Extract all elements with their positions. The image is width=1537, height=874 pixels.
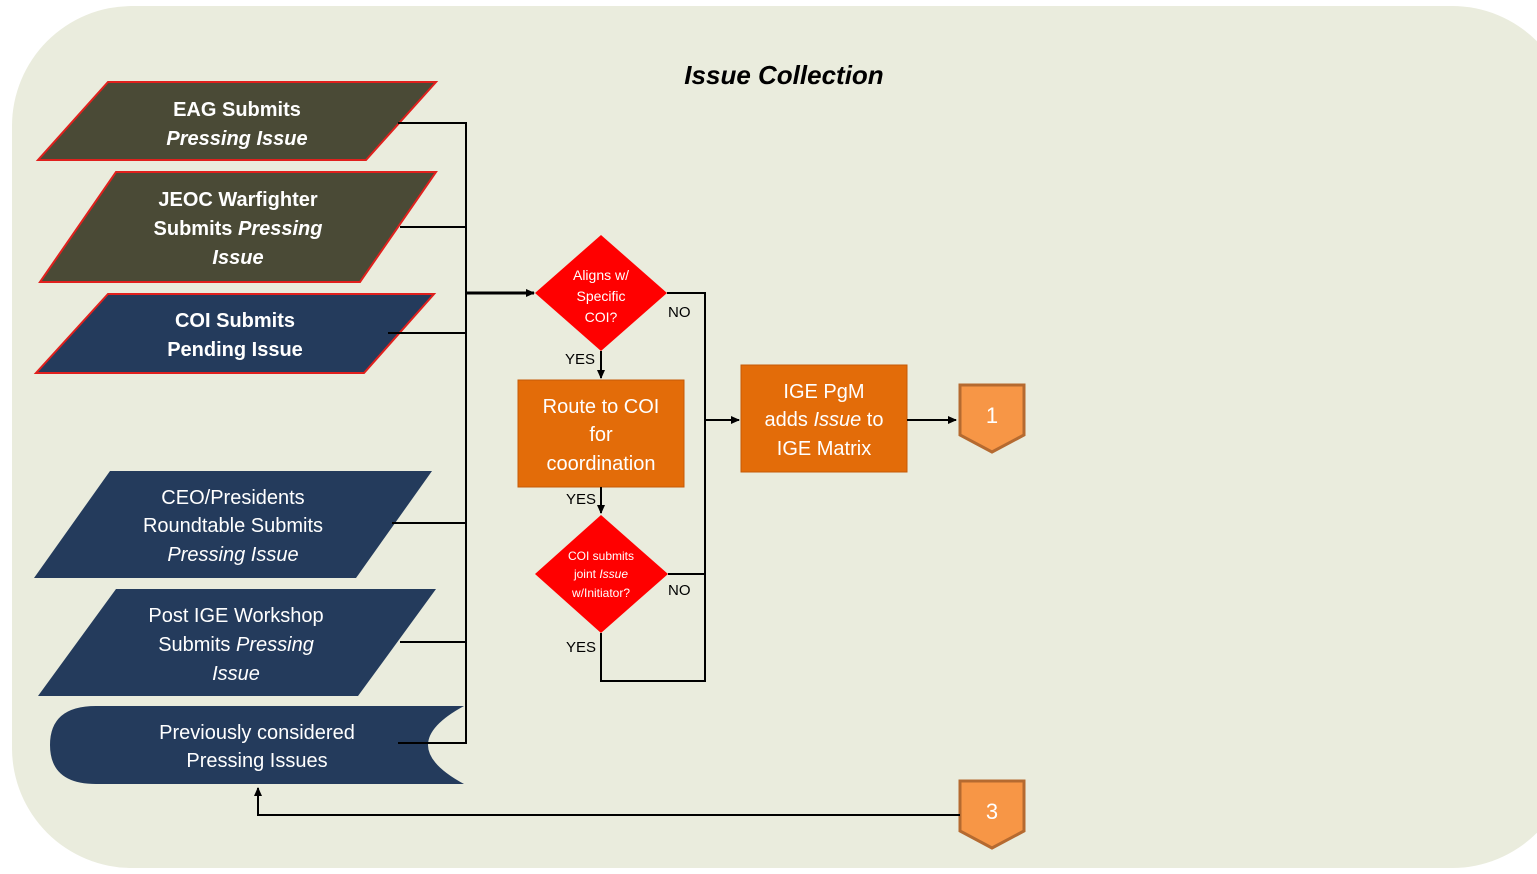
input-connector-lines: [388, 122, 467, 744]
jeoc-line1: JEOC Warfighter: [158, 189, 317, 211]
process-route-to-coi: Route to COI for coordination: [517, 379, 685, 488]
route-line3: coordination: [547, 453, 656, 475]
previous-issues-line2: Pressing Issues: [186, 750, 327, 772]
post-ige-line3: Issue: [212, 663, 260, 685]
route-line2: for: [589, 424, 613, 446]
process-ige-pgm: IGE PgM adds Issue to IGE Matrix: [740, 364, 908, 473]
ige-line1: IGE PgM: [783, 381, 864, 403]
ceo-input-shape: CEO/Presidents Roundtable Submits Pressi…: [34, 471, 432, 578]
decision1-line3: COI?: [585, 309, 618, 325]
post-ige-input-shape: Post IGE Workshop Submits Pressing Issue: [38, 589, 436, 696]
decision2-yes-label: YES: [566, 639, 596, 656]
ceo-line3: Pressing Issue: [167, 544, 298, 566]
return-arrow-from-connector-3: [254, 787, 960, 816]
decision-coi-joint-issue: COI submits joint Issue w/Initiator?: [535, 515, 668, 633]
coi-line1: COI Submits: [175, 310, 295, 332]
decision2-no-label: NO: [668, 582, 691, 599]
coi-input-shape: COI Submits Pending Issue: [33, 293, 437, 374]
ceo-line2: Roundtable Submits: [143, 515, 323, 537]
decision2-line3: w/Initiator?: [571, 586, 630, 600]
jeoc-input-shape: JEOC Warfighter Submits Pressing Issue: [38, 171, 438, 283]
eag-line2: Pressing Issue: [166, 128, 307, 150]
offpage-connector-1: 1: [958, 383, 1026, 454]
diagram-title: Issue Collection: [684, 60, 883, 90]
ige-line2: adds Issue to: [765, 409, 884, 431]
offpage-connector-3: 3: [958, 779, 1026, 850]
route-yes-label: YES: [566, 491, 596, 508]
decision1-no-line: [667, 292, 706, 420]
previous-issues-line1: Previously considered: [159, 722, 355, 744]
decision1-line1: Aligns w/: [573, 267, 629, 283]
decision1-no-label: NO: [668, 304, 691, 321]
previous-issues-store-shape: Previously considered Pressing Issues: [50, 706, 464, 784]
eag-input-shape: EAG Submits Pressing Issue: [35, 81, 439, 161]
jeoc-line3: Issue: [212, 247, 263, 269]
decision-aligns-coi: Aligns w/ Specific COI?: [535, 235, 667, 351]
jeoc-line2: Submits Pressing: [154, 218, 323, 240]
post-ige-line2: Submits Pressing: [158, 634, 314, 656]
route-line1: Route to COI: [543, 396, 660, 418]
decision1-line2: Specific: [576, 288, 625, 304]
ceo-line1: CEO/Presidents: [161, 487, 304, 509]
connector-1-label: 1: [986, 403, 998, 428]
post-ige-line1: Post IGE Workshop: [148, 605, 323, 627]
decision1-yes-label: YES: [565, 351, 595, 368]
decision2-line1: COI submits: [568, 549, 634, 563]
decision2-yes-loop: [600, 420, 706, 682]
eag-line1: EAG Submits: [173, 99, 301, 121]
decision2-line2: joint Issue: [573, 567, 628, 581]
connector-3-label: 3: [986, 799, 998, 824]
ige-line3: IGE Matrix: [777, 438, 871, 460]
coi-line2: Pending Issue: [167, 339, 303, 361]
